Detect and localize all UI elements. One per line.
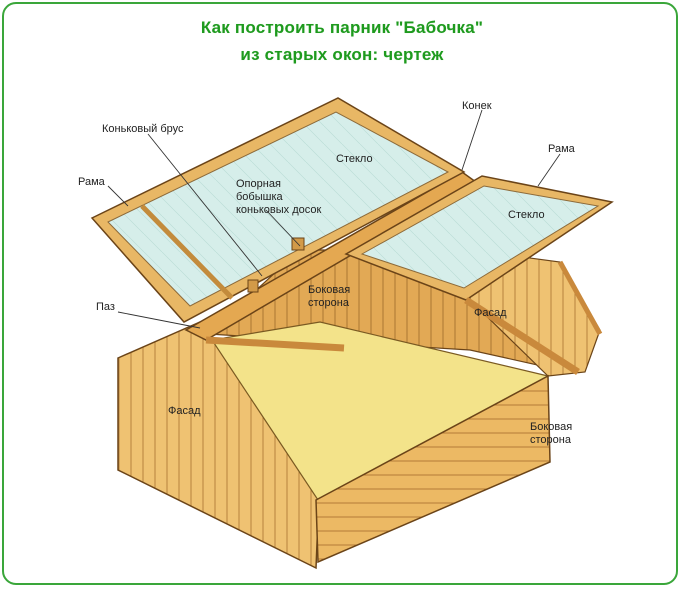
label-fasad-left: Фасад (168, 405, 201, 417)
right-support-prop (464, 297, 580, 375)
label-steklo-right: Стекло (508, 209, 545, 221)
diagram-title-line1: Как построить парник "Бабочка" (200, 18, 484, 37)
label-bokovaya-upper-1: Боковая (308, 284, 350, 296)
lower-side-board (315, 374, 551, 564)
diagram-title-line2: из старых окон: чертеж (240, 45, 444, 64)
label-opornaya-2: бобышка (236, 191, 284, 203)
label-bokovaya-lower-1: Боковая (530, 421, 572, 433)
label-konkovy-brus: Коньковый брус (102, 123, 184, 135)
label-steklo-left: Стекло (336, 153, 373, 165)
leader-lines (107, 109, 561, 329)
label-konek: Конек (462, 100, 492, 112)
label-bokovaya-lower-2: сторона (530, 434, 572, 446)
label-bokovaya-upper-2: сторона (308, 297, 350, 309)
right-window-glass (360, 185, 600, 289)
label-opornaya-1: Опорная (236, 178, 281, 190)
label-rama-right: Рама (548, 143, 576, 155)
label-rama-left: Рама (78, 176, 106, 188)
ridge-support-block-2 (247, 279, 259, 293)
left-support-prop (205, 336, 345, 352)
label-opornaya-3: коньковых досок (236, 204, 321, 216)
left-window-mullion (140, 204, 234, 300)
right-corner-post (557, 260, 603, 336)
label-paz: Паз (96, 301, 115, 313)
label-fasad-right: Фасад (474, 307, 507, 319)
